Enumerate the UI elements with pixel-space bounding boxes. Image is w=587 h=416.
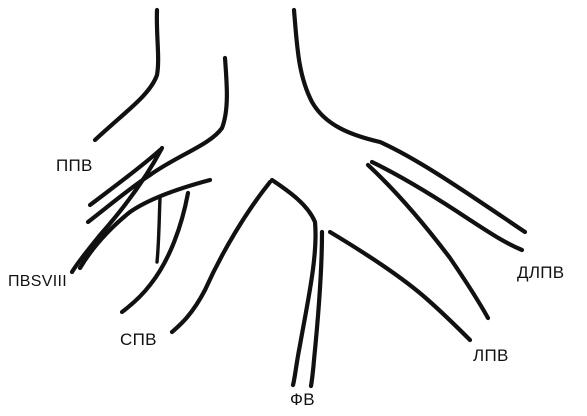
label-spv: СПВ — [120, 330, 157, 350]
lpv-branch — [330, 232, 470, 340]
label-pbsviii: ПВSVIII — [8, 273, 67, 291]
middle-stub — [157, 198, 160, 262]
fv-left-wall — [272, 180, 316, 385]
lpv-upper-branch — [368, 165, 488, 318]
trunk-left-outer-wall — [95, 10, 158, 140]
trunk-right-wall — [294, 10, 525, 232]
pbsviii-branch — [80, 180, 210, 268]
dlpv-lower-wall — [372, 162, 522, 250]
label-dlpv: ДЛПВ — [517, 263, 564, 283]
label-fv: ФВ — [290, 390, 315, 410]
label-ppv: ППВ — [56, 156, 93, 176]
label-lpv: ЛПВ — [473, 346, 509, 366]
